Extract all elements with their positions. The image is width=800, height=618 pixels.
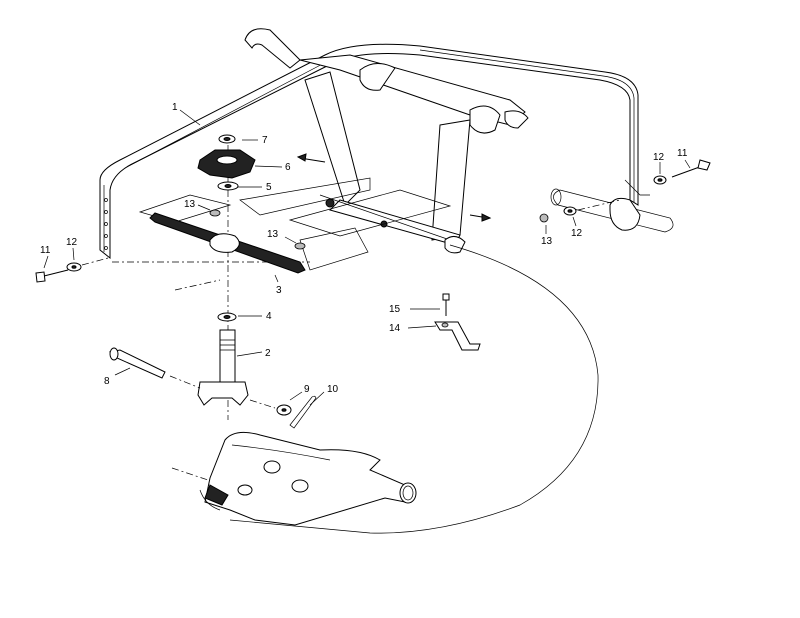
callout-10: 10 [327, 384, 339, 395]
callout-13-center: 13 [267, 229, 279, 240]
callout-7: 7 [262, 135, 268, 146]
bracket-14-screw-15 [434, 293, 481, 351]
callout-13-left: 13 [184, 199, 196, 210]
callout-11-right: 11 [677, 148, 688, 159]
callout-1: 1 [172, 102, 178, 113]
callout-13-right: 13 [541, 236, 553, 247]
pivot-bolt-assembly [108, 347, 317, 429]
callout-3: 3 [276, 285, 282, 296]
callout-8: 8 [104, 376, 110, 387]
callout-12-right-bottom: 12 [571, 228, 583, 239]
callout-14: 14 [389, 323, 401, 334]
leader-lines [43, 109, 691, 406]
callout-labels: 1 2 3 4 5 6 7 8 9 10 11 11 12 12 12 13 1… [40, 102, 688, 395]
callout-5: 5 [266, 182, 272, 193]
center-shaft-stack [149, 134, 306, 420]
right-clamp-assembly [539, 159, 711, 233]
lower-bracket [171, 431, 417, 526]
callout-4: 4 [266, 311, 272, 322]
callout-12-left: 12 [66, 237, 78, 248]
callout-9: 9 [304, 384, 310, 395]
callout-6: 6 [285, 162, 291, 173]
phantom-outline [229, 244, 599, 534]
handlebar-frame [99, 43, 639, 260]
steering-column-structure [244, 28, 529, 254]
callout-2: 2 [265, 348, 271, 359]
callout-11-left: 11 [40, 245, 51, 256]
callout-12-right-top: 12 [653, 152, 665, 163]
callout-15: 15 [389, 304, 401, 315]
